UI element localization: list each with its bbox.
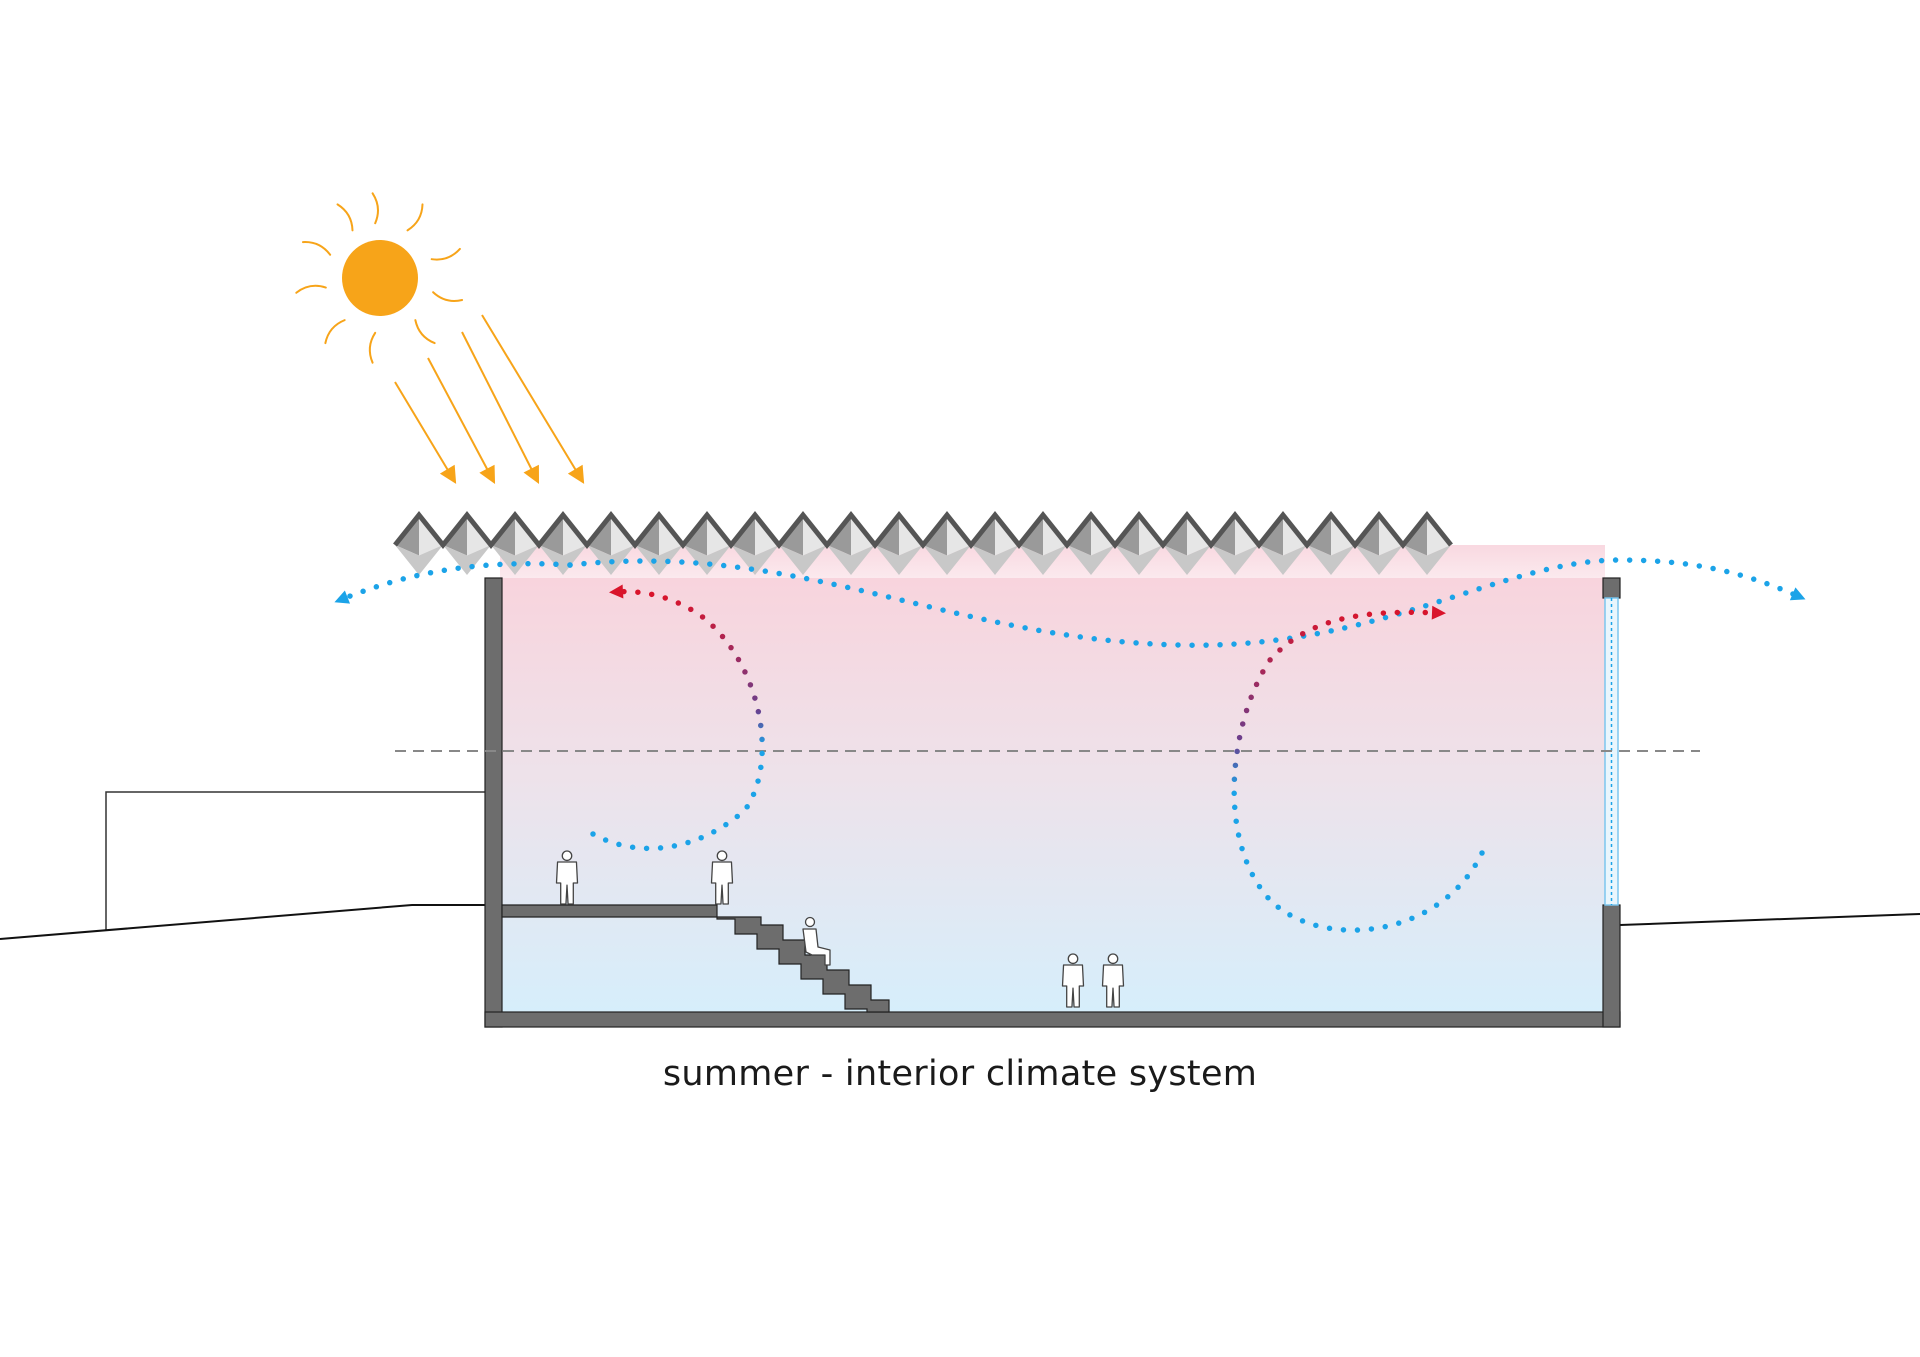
- airflow-paths: [334, 557, 1806, 933]
- roof-panel-under: [539, 545, 587, 575]
- roof-panel-under: [731, 545, 779, 575]
- roof-ridge-line: [393, 510, 1453, 550]
- solar-ray-line: [461, 331, 539, 483]
- mezzanine-and-stair: [501, 904, 890, 1013]
- foundation-slab: [484, 1011, 1621, 1028]
- arrowhead-icon: [439, 464, 457, 484]
- roof-panel-under: [1259, 545, 1307, 575]
- sun-ray: [430, 247, 461, 261]
- ground-line-right: [1619, 913, 1920, 926]
- roof-panel-under: [1403, 545, 1451, 575]
- roof-panel-under: [1019, 545, 1067, 575]
- roof-panel-under: [779, 545, 827, 575]
- convection-loop-left: [590, 588, 765, 852]
- sun-ray: [368, 331, 377, 364]
- neighbour-building-outline: [105, 791, 486, 930]
- solar-ray-line: [427, 357, 495, 483]
- sun-ray: [295, 284, 327, 294]
- roof-panel-under: [1355, 545, 1403, 575]
- sun-icon: [295, 192, 464, 364]
- roof-panel-under: [1211, 545, 1259, 575]
- people-group: [555, 850, 1125, 1008]
- roof-panel-under: [443, 545, 491, 575]
- arrowhead-icon: [1789, 587, 1806, 601]
- solar-ray-line: [481, 314, 584, 483]
- person-icon: [555, 850, 579, 905]
- sun-ray: [324, 319, 346, 345]
- arrowhead-icon: [334, 590, 351, 604]
- arrowhead-icon: [567, 464, 585, 484]
- roof-panel-under: [827, 545, 875, 575]
- interior-air-volume: [500, 578, 1605, 1013]
- arrowhead-icon: [1431, 605, 1446, 620]
- solar-radiation-arrows: [394, 314, 585, 484]
- cool-air-flow-left: [337, 560, 573, 603]
- roof-panel-under: [1115, 545, 1163, 575]
- sun-ray: [406, 203, 424, 232]
- person-icon: [1061, 953, 1085, 1008]
- right-wall-lower: [1602, 904, 1621, 1028]
- arrowhead-icon: [479, 464, 496, 484]
- person-icon: [710, 850, 734, 905]
- sawtooth-shading-roof: [393, 510, 1453, 575]
- roof-panel-under: [491, 545, 539, 575]
- roof-panel-under: [875, 545, 923, 575]
- ground-line: [0, 904, 486, 940]
- right-wall-upper: [1602, 577, 1621, 599]
- solar-ray-line: [394, 381, 456, 483]
- sun-ray: [432, 291, 464, 302]
- roof-panel-under: [683, 545, 731, 575]
- roof-panel-under: [395, 545, 443, 575]
- roof-panel-under: [1067, 545, 1115, 575]
- roof-panel-under: [1163, 545, 1211, 575]
- sun-ray: [414, 319, 436, 345]
- cool-air-flow-right: [567, 557, 1803, 648]
- person-icon: [802, 916, 831, 966]
- roof-panel-under: [1307, 545, 1355, 575]
- left-wall: [484, 577, 503, 1028]
- convection-loop-right: [1231, 609, 1485, 933]
- roof-panel-under: [971, 545, 1019, 575]
- diagram-caption: summer - interior climate system: [662, 1054, 1258, 1094]
- arrowhead-icon: [523, 464, 540, 484]
- sun-ray: [336, 203, 354, 232]
- roof-panel-under: [635, 545, 683, 575]
- person-icon: [1101, 953, 1125, 1008]
- sun-ray: [371, 192, 379, 225]
- roof-panel-under: [923, 545, 971, 575]
- sun-ray: [301, 241, 332, 256]
- arrowhead-icon: [609, 584, 624, 599]
